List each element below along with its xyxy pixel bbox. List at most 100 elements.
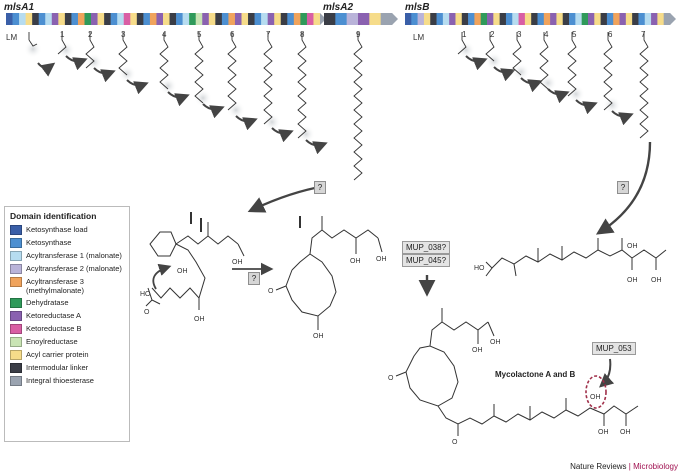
module-label-b-3: 3 [517, 30, 522, 39]
growing-chain [485, 32, 516, 82]
macrolactone-oh1: OH [350, 258, 361, 265]
domain-segment [550, 13, 557, 25]
domain-segment [449, 13, 456, 25]
legend-swatch [10, 337, 22, 347]
legend-item: Ketoreductase A [10, 311, 129, 321]
final-chain-mlsA [353, 32, 363, 181]
mycolactone-o2: O [452, 439, 458, 446]
question-box-mlsA: ? [314, 181, 326, 194]
domain-segment [335, 13, 347, 25]
domain-segment [156, 13, 164, 25]
domain-segment [228, 13, 236, 25]
domain-segment [110, 13, 118, 25]
mycolactone-oh2: OH [490, 339, 501, 346]
domain-segment [600, 13, 608, 25]
hydroxyl-highlight-circle [585, 375, 607, 409]
journal-credit: Nature Reviews | Microbiology [570, 462, 678, 471]
domain-segment [594, 13, 601, 25]
domain-segment [369, 13, 381, 25]
domain-segment [143, 13, 151, 25]
domain-segment [468, 13, 475, 25]
legend-item: Intermodular linker [10, 363, 129, 373]
growing-chain [512, 32, 543, 93]
mycolactone-oh5: OH [590, 394, 601, 401]
legend-item: Ketosynthase [10, 238, 129, 248]
domain-segment [657, 13, 664, 25]
domain-segment [499, 13, 507, 25]
gene-label-mlsA2: mlsA2 [323, 2, 354, 13]
growing-chain [263, 32, 294, 143]
legend-label: Integral thioesterase [26, 376, 94, 385]
domain-segment [45, 13, 53, 25]
domain-segment [512, 13, 519, 25]
domain-segment [632, 13, 639, 25]
legend-item: Acyl carrier protein [10, 350, 129, 360]
legend-label: Ketoreductase A [26, 311, 82, 320]
domain-segment [346, 13, 359, 25]
legend-item: Acyltransferase 2 (malonate) [10, 264, 129, 274]
domain-segment [442, 13, 450, 25]
domain-segment [104, 13, 111, 25]
domain-segment [221, 13, 229, 25]
domain-bar-mlsA2 [324, 13, 398, 25]
domain-bar-tip [670, 13, 676, 25]
domain-segment [461, 13, 469, 25]
domain-bar-tip [392, 13, 398, 25]
legend-label: Dehydratase [26, 298, 69, 307]
mycolactone-label: Mycolactone A and B [495, 370, 576, 379]
domain-bar-mlsA1 [6, 13, 326, 25]
domain-segment [606, 13, 614, 25]
side-chain-oh1: OH [627, 243, 638, 250]
gene-label-mlsA1: mlsA1 [4, 2, 35, 13]
gene-label-mlsB: mlsB [405, 2, 430, 13]
growing-chain [297, 32, 328, 155]
domain-bar-mlsB [405, 13, 676, 25]
domain-segment [6, 13, 13, 25]
question-box-cyclization: ? [248, 272, 260, 285]
final-chain-mlsB [639, 32, 649, 139]
legend-label: Acyltransferase 2 (malonate) [26, 264, 122, 273]
macrolactone-core-structure [275, 216, 383, 330]
domain-segment [619, 13, 627, 25]
module-label-a-lm: LM [6, 33, 18, 42]
mup-0387-label: MUP_038? [402, 241, 451, 254]
domain-segment [123, 13, 131, 25]
legend-item: Enoylreductase [10, 337, 129, 347]
legend-swatch [10, 225, 22, 235]
domain-segment [380, 13, 393, 25]
legend-swatch [10, 350, 22, 360]
legend-label: Ketoreductase B [26, 324, 82, 333]
domain-segment [505, 13, 513, 25]
domain-segment [436, 13, 444, 25]
domain-segment [19, 13, 26, 25]
domain-segment [280, 13, 288, 25]
legend-label: Ketosynthase load [26, 225, 88, 234]
legend-item: Ketosynthase load [10, 225, 129, 235]
domain-segment [543, 13, 551, 25]
domain-segment [651, 13, 658, 25]
domain-segment [149, 13, 157, 25]
domain-segment [287, 13, 295, 25]
module-label-b-1: 1 [462, 30, 467, 39]
growing-chain [567, 32, 598, 115]
domain-segment [480, 13, 488, 25]
domain-segment [531, 13, 538, 25]
domain-segment [176, 13, 183, 25]
legend-label: Enoylreductase [26, 337, 78, 346]
domain-segment [267, 13, 275, 25]
mycolactone-oh3: OH [598, 429, 609, 436]
domain-segment [117, 13, 125, 25]
growing-chain [603, 32, 634, 126]
growing-chain [118, 32, 149, 95]
domain-segment [324, 13, 336, 25]
domain-segment [306, 13, 314, 25]
legend-item: Acyltransferase 3 (methylmalonate) [10, 277, 129, 295]
domain-segment [169, 13, 177, 25]
arrow-ring-closure [152, 263, 172, 290]
domain-segment [234, 13, 242, 25]
domain-segment [274, 13, 282, 25]
growing-chain [159, 32, 190, 107]
module-label-b-5: 5 [572, 30, 577, 39]
macrolactone-oh3: OH [313, 333, 324, 340]
